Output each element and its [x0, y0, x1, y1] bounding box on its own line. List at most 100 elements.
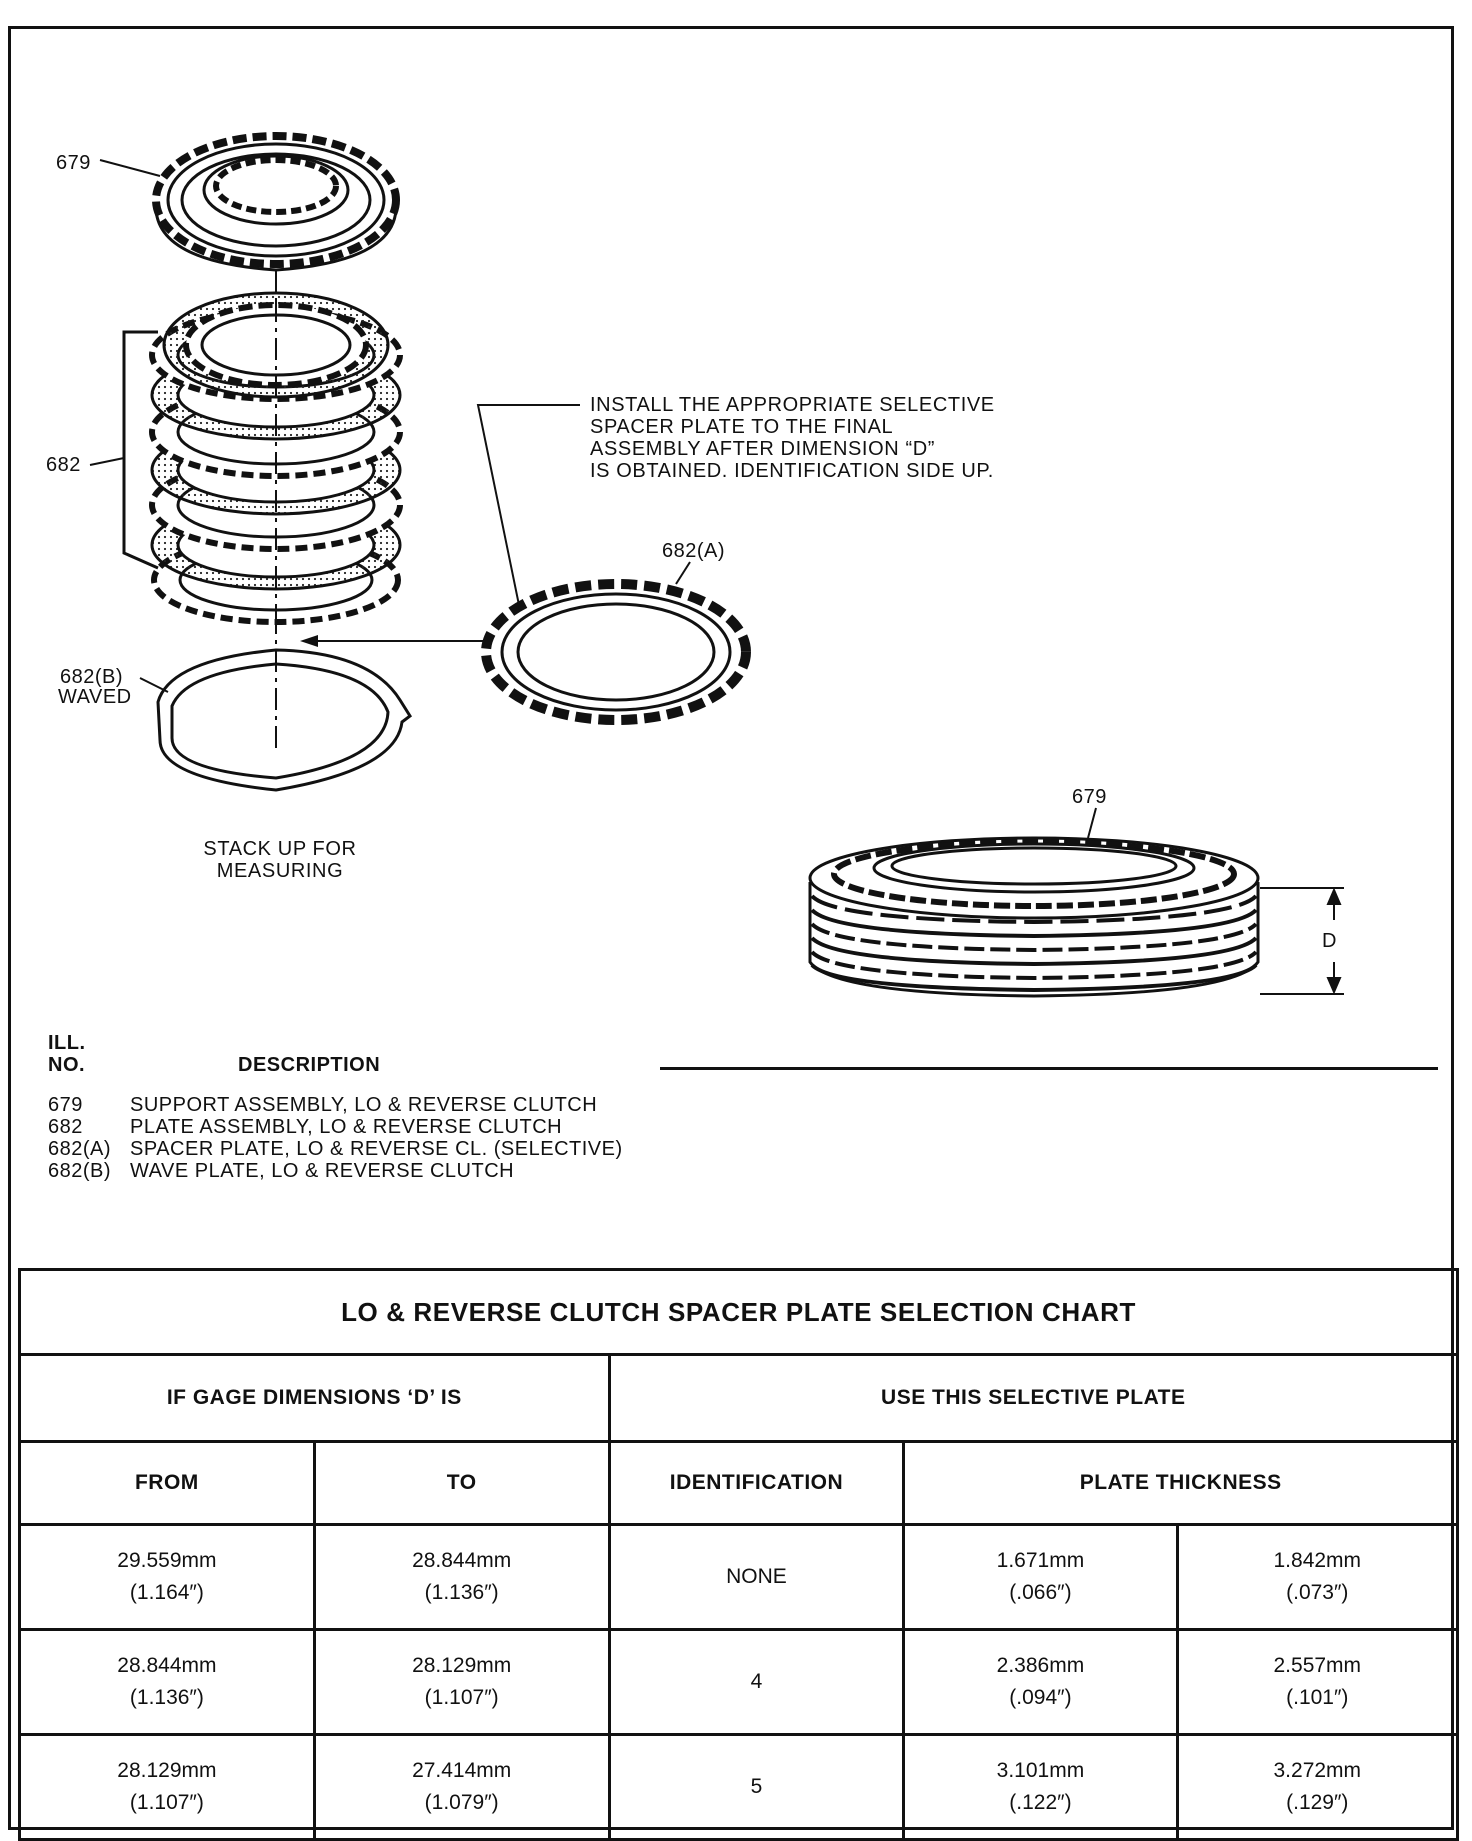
value-in: (1.136″)	[129, 1686, 204, 1709]
chart-group-row: IF GAGE DIMENSIONS ‘D’ IS USE THIS SELEC…	[18, 1353, 1460, 1443]
value-mm: 3.101mm	[996, 1759, 1085, 1782]
leader-679-right	[1087, 807, 1097, 839]
value-mm: 28.129mm	[117, 1759, 217, 1782]
cell-thickness-max: 1.842mm (.073″)	[1175, 1523, 1460, 1631]
legend-header-no: NO.	[48, 1054, 86, 1076]
chart-column-header-row: FROM TO IDENTIFICATION PLATE THICKNESS	[18, 1440, 1459, 1526]
column-header-to: TO	[312, 1440, 611, 1526]
selection-table: LO & REVERSE CLUTCH SPACER PLATE SELECTI…	[18, 1268, 1460, 1841]
instruction-line: ASSEMBLY AFTER DIMENSION “D”	[590, 438, 936, 460]
assembled-stack-679	[808, 836, 1260, 998]
cell-from: 28.844mm (1.136″)	[18, 1628, 316, 1736]
value-mm: 1.842mm	[1273, 1549, 1362, 1572]
callout-682b: 682(B)	[60, 666, 124, 688]
legend-header-number: ILL. NO.	[48, 1032, 238, 1076]
cell-identification: 4	[607, 1628, 906, 1736]
cell-thickness-min: 1.671mm (.066″)	[902, 1523, 1179, 1631]
leader-instruction	[476, 404, 580, 611]
wave-plate-682b	[156, 648, 413, 792]
spacer-plate-selection-chart: LO & REVERSE CLUTCH SPACER PLATE SELECTI…	[18, 1268, 1460, 1841]
cell-identification: 5	[607, 1733, 906, 1841]
table-row: 28.129mm (1.107″) 27.414mm(1.079″) 5 3.10…	[18, 1733, 1460, 1841]
column-header-plate-thickness: PLATE THICKNESS	[902, 1440, 1459, 1526]
callout-679-right: 679	[1072, 786, 1107, 808]
value-in: (.122″)	[1009, 1791, 1072, 1814]
legend-part-number: 682	[48, 1116, 83, 1138]
value-mm: 28.844mm	[412, 1549, 512, 1572]
value-mm: 1.671mm	[996, 1549, 1085, 1572]
value-mm: 28.129mm	[412, 1654, 512, 1677]
legend-part-description: PLATE ASSEMBLY, LO & REVERSE CLUTCH	[130, 1116, 563, 1138]
legend-divider	[660, 1067, 1438, 1070]
value-in: (1.164″)	[129, 1581, 204, 1604]
cell-identification: NONE	[607, 1523, 906, 1631]
stack-caption-line: STACK UP FOR	[203, 838, 357, 860]
legend-row: 682(B) WAVE PLATE, LO & REVERSE CLUTCH	[48, 1160, 623, 1182]
leader-679-top	[99, 159, 161, 177]
legend-header-description: DESCRIPTION	[238, 1054, 381, 1076]
parts-legend: ILL. NO. DESCRIPTION 679 SUPPORT ASSEMBL…	[48, 1032, 623, 1182]
bracket-682	[122, 330, 159, 570]
instruction-line: INSTALL THE APPROPRIATE SELECTIVE	[590, 394, 995, 416]
cell-to: 28.844mm (1.136″)	[312, 1523, 611, 1631]
legend-header-ill: ILL.	[48, 1032, 86, 1054]
legend-part-number: 682(A)	[48, 1138, 112, 1160]
value-mm: 28.844mm	[117, 1654, 217, 1677]
value-mm: 3.272mm	[1273, 1759, 1362, 1782]
legend-part-description: WAVE PLATE, LO & REVERSE CLUTCH	[130, 1160, 515, 1182]
value-mm: 2.557mm	[1273, 1654, 1362, 1677]
legend-part-number: 679	[48, 1094, 83, 1116]
value-in: (.073″)	[1286, 1581, 1349, 1604]
value-in: (1.107″)	[129, 1791, 204, 1814]
value-in: (.129″)	[1286, 1791, 1349, 1814]
legend-part-number: 682(B)	[48, 1160, 112, 1182]
callout-679-top: 679	[56, 152, 91, 174]
value-mm: 29.559mm	[117, 1549, 217, 1572]
legend-row: 682 PLATE ASSEMBLY, LO & REVERSE CLUTCH	[48, 1116, 623, 1138]
value-in: (1.107″)	[424, 1686, 499, 1709]
instruction-line: IS OBTAINED. IDENTIFICATION SIDE UP.	[590, 460, 994, 482]
legend-row: 679 SUPPORT ASSEMBLY, LO & REVERSE CLUTC…	[48, 1094, 623, 1116]
callout-682b-waved: WAVED	[58, 686, 132, 708]
chart-title: LO & REVERSE CLUTCH SPACER PLATE SELECTI…	[18, 1268, 1459, 1356]
group-header-selective-plate: USE THIS SELECTIVE PLATE	[607, 1353, 1460, 1443]
value-in: (1.136″)	[424, 1581, 499, 1604]
cell-thickness-min: 2.386mm (.094″)	[902, 1628, 1179, 1736]
value-in: (.094″)	[1009, 1686, 1072, 1709]
stack-caption-line: MEASURING	[216, 860, 344, 882]
dimension-d-label: D	[1322, 930, 1337, 952]
column-header-from: FROM	[18, 1440, 316, 1526]
legend-row: 682(A) SPACER PLATE, LO & REVERSE CL. (S…	[48, 1138, 623, 1160]
value-in: (1.079″)	[424, 1791, 499, 1814]
legend-part-description: SPACER PLATE, LO & REVERSE CL. (SELECTIV…	[130, 1138, 623, 1160]
cell-to: 28.129mm (1.107″)	[312, 1628, 611, 1736]
cell-to: 27.414mm(1.079″)	[312, 1733, 611, 1841]
column-header-identification: IDENTIFICATION	[607, 1440, 906, 1526]
legend-header: ILL. NO. DESCRIPTION	[48, 1032, 623, 1076]
callout-682: 682	[46, 454, 81, 476]
leader-682	[89, 457, 125, 466]
stack-caption: STACK UP FOR MEASURING	[180, 838, 380, 882]
support-assembly-679-top	[152, 132, 400, 272]
leader-682a	[675, 561, 691, 585]
table-row: 28.844mm (1.136″) 28.129mm (1.107″) 4 2.38…	[18, 1628, 1460, 1736]
instruction-line: SPACER PLATE TO THE FINAL	[590, 416, 894, 438]
leader-682b	[139, 677, 169, 693]
legend-part-description: SUPPORT ASSEMBLY, LO & REVERSE CLUTCH	[130, 1094, 598, 1116]
plate-assembly-682-stack	[149, 291, 403, 625]
instruction-note: INSTALL THE APPROPRIATE SELECTIVE SPACER…	[590, 394, 995, 482]
cell-from: 28.129mm (1.107″)	[18, 1733, 316, 1841]
dimension-d-marker	[1260, 887, 1344, 995]
value-mm: 2.386mm	[996, 1654, 1085, 1677]
cell-thickness-max: 2.557mm (.101″)	[1175, 1628, 1460, 1736]
callout-682a: 682(A)	[662, 540, 726, 562]
cell-thickness-max: 3.272mm (.129″)	[1175, 1733, 1460, 1841]
chart-title-row: LO & REVERSE CLUTCH SPACER PLATE SELECTI…	[18, 1268, 1459, 1356]
value-in: (.101″)	[1286, 1686, 1349, 1709]
install-arrow	[300, 635, 490, 647]
group-header-gage: IF GAGE DIMENSIONS ‘D’ IS	[18, 1353, 611, 1443]
spacer-plate-682a	[481, 579, 751, 725]
table-row: 29.559mm (1.164″) 28.844mm (1.136″) NONE 1…	[18, 1523, 1460, 1631]
value-in: (.066″)	[1009, 1581, 1072, 1604]
